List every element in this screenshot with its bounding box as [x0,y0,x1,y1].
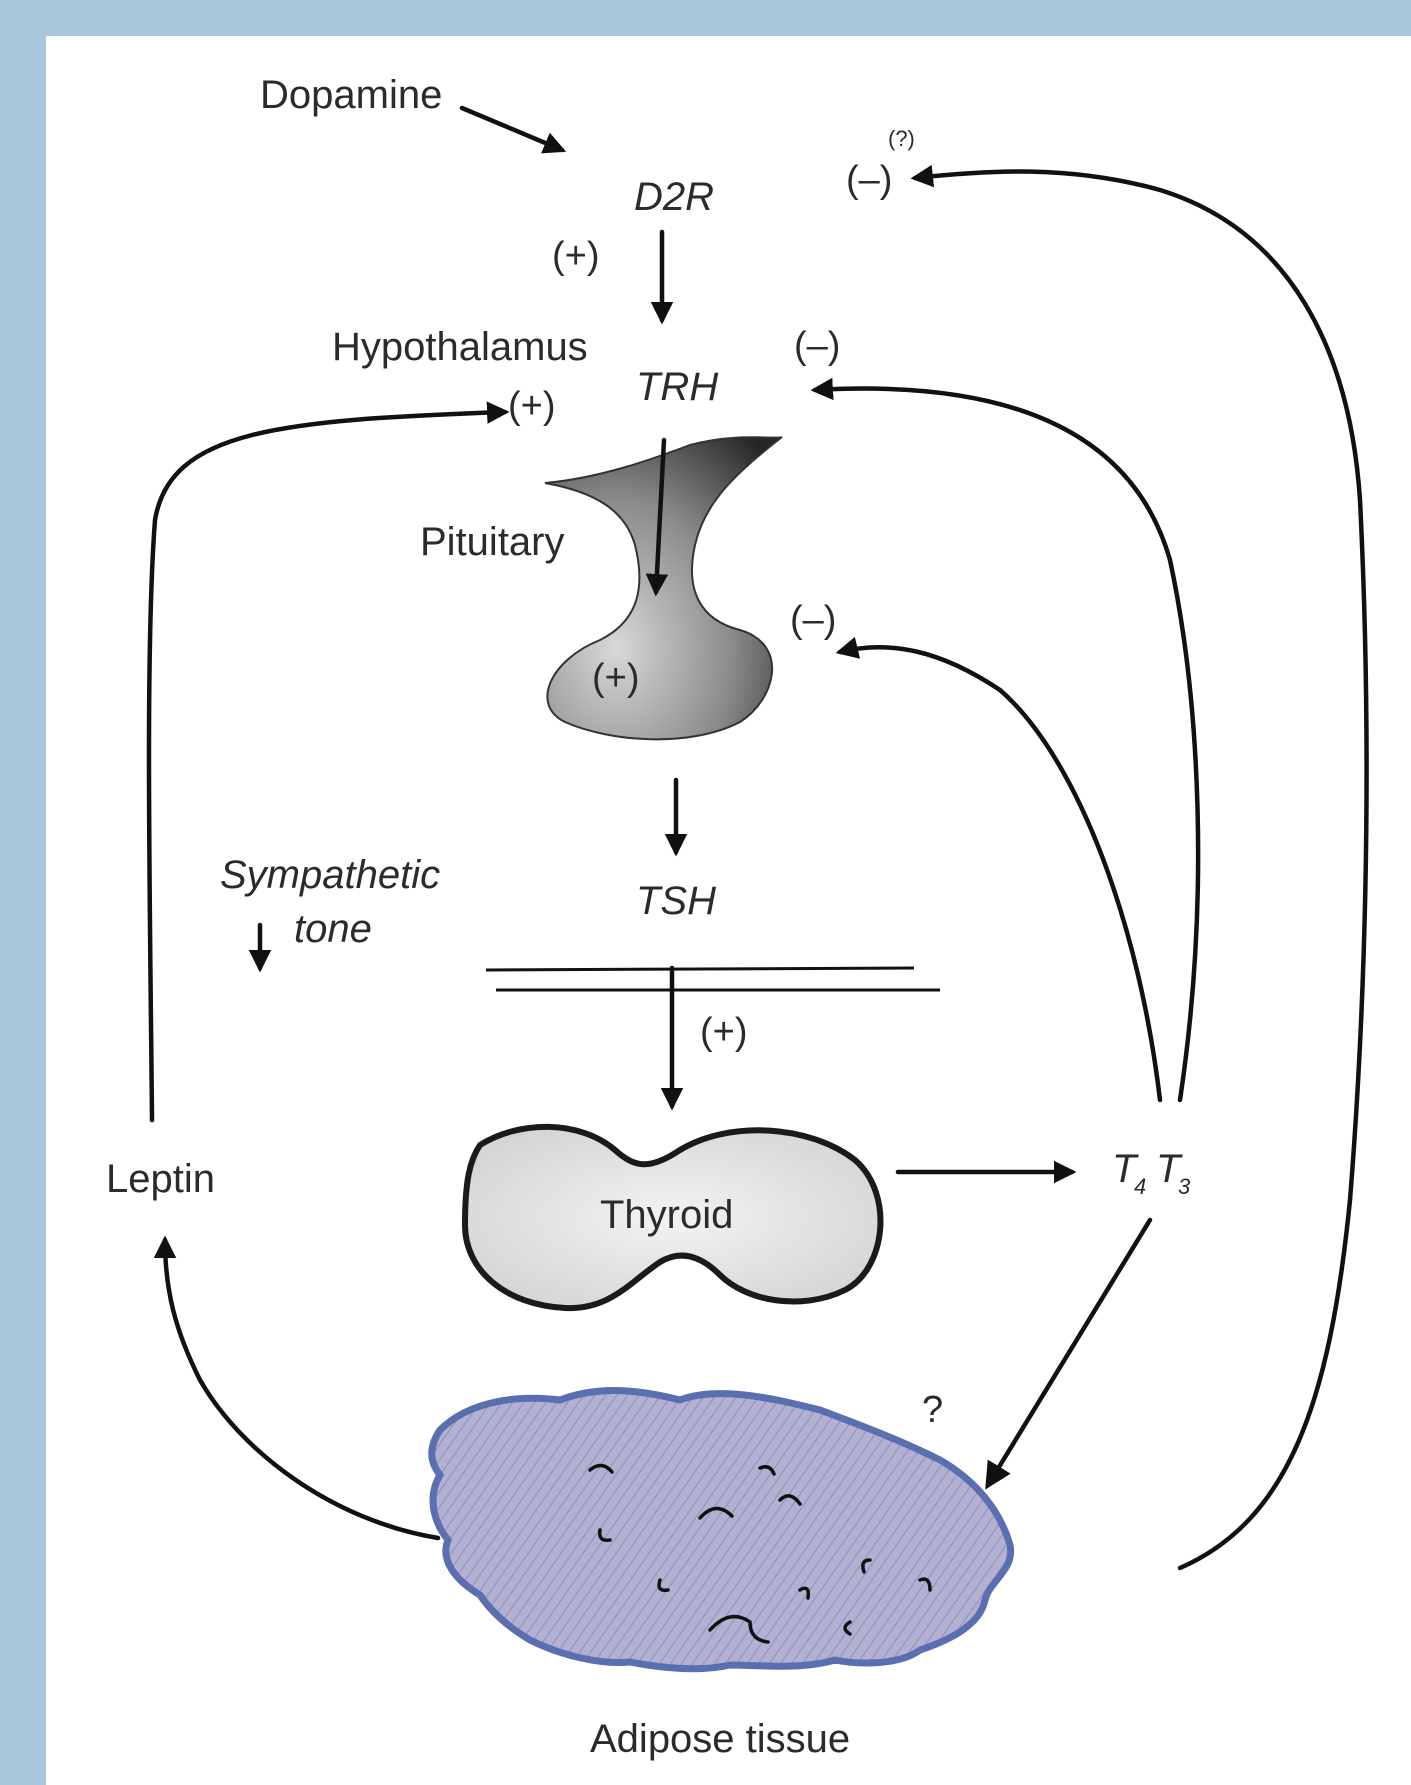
label-adipose-tissue: Adipose tissue [590,1717,850,1761]
sign-feedback-d2r: (–) [846,159,892,201]
arrow-t4t3-to-adipose [988,1220,1150,1485]
label-hypothalamus: Hypothalamus [332,325,588,369]
sign-tsh-to-thyroid: (+) [700,1011,748,1053]
label-d2r: D2R [634,175,714,219]
arrow-t4t3-feedback-pituitary [840,647,1160,1100]
arrow-leptin-to-hypothalamus [149,412,505,1120]
label-trh: TRH [636,365,718,409]
sign-leptin-to-hypothalamus: (+) [508,385,556,427]
sign-feedback-pituitary: (–) [790,599,836,641]
label-tsh: TSH [636,879,716,923]
arrow-adipose-feedback-d2r [915,171,1367,1568]
label-t4-t3: T 4 T 3 [1112,1147,1191,1199]
sign-pituitary: (+) [592,657,640,699]
label-sympathetic-line2: tone [294,907,372,951]
label-leptin: Leptin [106,1157,215,1201]
adipose-tissue-icon [432,1391,1011,1669]
label-t3-sub: 3 [1178,1174,1191,1199]
sign-d2r-to-trh: (+) [552,235,600,277]
label-t4-sub: 4 [1134,1174,1146,1199]
sign-feedback-d2r-question: (?) [888,126,915,151]
label-sympathetic-line1: Sympathetic [220,853,440,897]
label-dopamine: Dopamine [260,73,442,117]
sign-adipose-question: ? [922,1389,943,1431]
sign-feedback-trh: (–) [794,325,840,367]
arrow-dopamine-to-d2r [462,108,562,150]
arrow-adipose-to-leptin [165,1240,438,1538]
tsh-receptor-lines [486,968,940,990]
label-pituitary: Pituitary [420,520,565,564]
label-thyroid: Thyroid [600,1193,733,1237]
